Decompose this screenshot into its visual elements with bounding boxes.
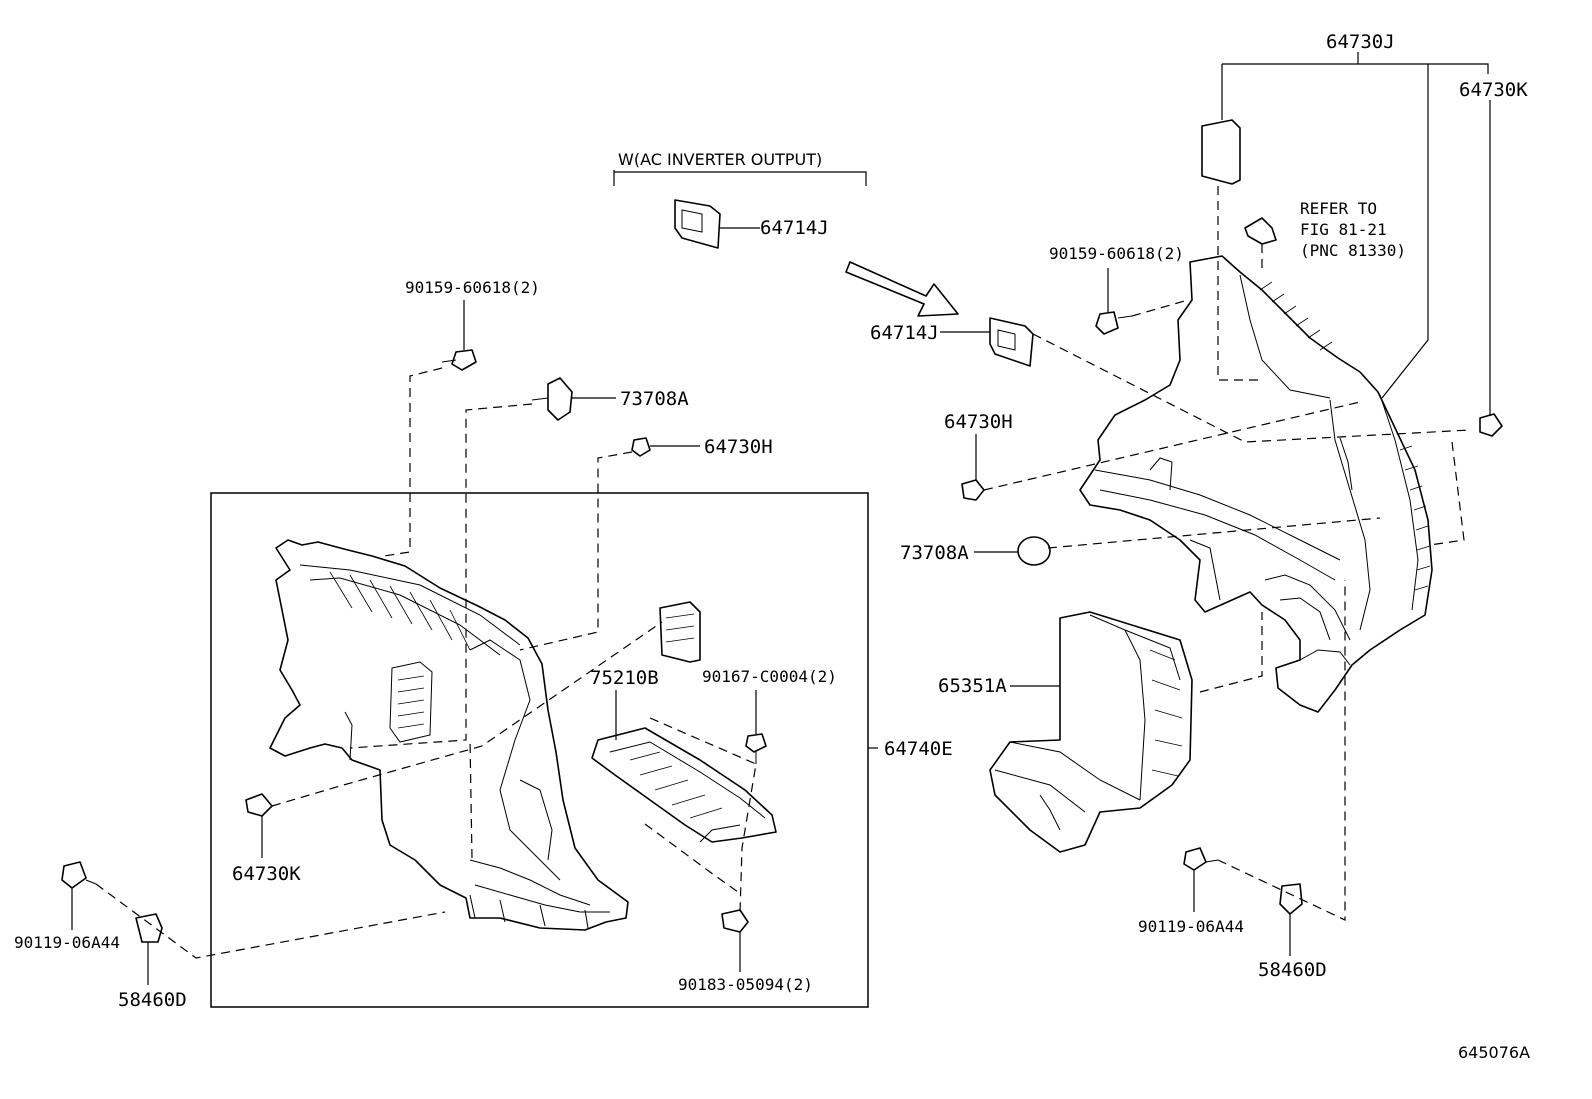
- fastener-73708a-left: [531, 377, 573, 421]
- leader-lines: [71, 52, 1491, 985]
- label-73708a-left: 73708A: [620, 388, 689, 410]
- label-64730k-right: 64730K: [1459, 79, 1528, 101]
- label-73708a-right: 73708A: [900, 542, 969, 564]
- label-64740e: 64740E: [884, 738, 953, 760]
- fastener-90167: [745, 733, 767, 764]
- fastener-90159-right: [1095, 311, 1133, 335]
- label-64730h-right: 64730H: [944, 411, 1013, 433]
- clip-58460d-left: [135, 913, 163, 943]
- direction-arrow: [845, 261, 959, 317]
- note-refer-line3: (PNC 81330): [1300, 241, 1406, 260]
- clip-58460d-right: [1279, 883, 1303, 915]
- alignment-lines: [95, 186, 1471, 959]
- fastener-64730h-left: [631, 437, 651, 457]
- fastener-64730k-left: [245, 793, 273, 817]
- label-64714j-top: 64714J: [760, 217, 829, 239]
- plate-inside-box: [659, 601, 701, 663]
- bezel-64714j-mid: [989, 317, 1034, 367]
- pad-64730j: [1201, 119, 1241, 185]
- label-65351a: 65351A: [938, 675, 1007, 697]
- label-90119-left: 90119-06A44: [14, 933, 120, 952]
- left-quarter-trim-panel: [269, 539, 629, 931]
- note-variant: W(AC INVERTER OUTPUT): [618, 150, 822, 169]
- tray-75210b: [591, 727, 777, 843]
- label-90159-right: 90159-60618(2): [1049, 244, 1184, 263]
- clip-refer: [1244, 217, 1277, 245]
- box-65351a: [989, 611, 1193, 853]
- label-64730j: 64730J: [1326, 31, 1395, 53]
- assembly-frame-64740e: [210, 492, 869, 1008]
- fastener-73708a-right: [1017, 536, 1051, 566]
- label-58460d-left: 58460D: [118, 989, 187, 1011]
- fastener-64730k-right: [1479, 413, 1503, 437]
- right-inner-structure: [1079, 255, 1433, 713]
- note-refer-line2: FIG 81-21: [1300, 220, 1387, 239]
- label-75210b: 75210B: [590, 667, 659, 689]
- clip-90183: [721, 909, 749, 933]
- label-64730h-left: 64730H: [704, 436, 773, 458]
- bezel-64714j-top: [674, 199, 721, 249]
- note-refer-line1: REFER TO: [1300, 199, 1377, 218]
- fastener-90119-left: [61, 861, 97, 889]
- label-64730k-left: 64730K: [232, 863, 301, 885]
- label-90119-right: 90119-06A44: [1138, 917, 1244, 936]
- fastener-90159-left: [441, 349, 477, 371]
- label-90183: 90183-05094(2): [678, 975, 813, 994]
- fastener-90119-right: [1183, 847, 1219, 871]
- label-64714j-mid: 64714J: [870, 322, 939, 344]
- fastener-64730h-right: [961, 479, 985, 501]
- label-90167: 90167-C0004(2): [702, 667, 837, 686]
- label-58460d-right: 58460D: [1258, 959, 1327, 981]
- label-90159-left: 90159-60618(2): [405, 278, 540, 297]
- diagram-id: 645076A: [1458, 1043, 1530, 1062]
